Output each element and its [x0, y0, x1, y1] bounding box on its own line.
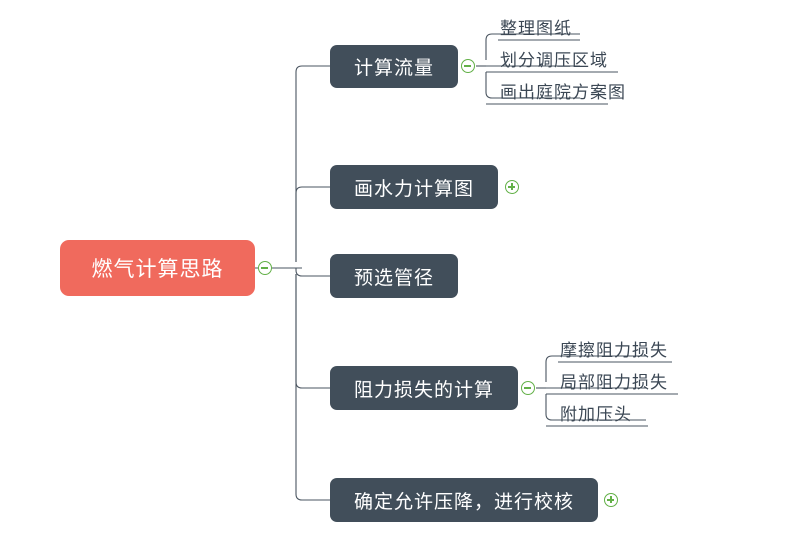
branch-1-collapse-icon[interactable]: [461, 59, 475, 73]
mindmap-root-node[interactable]: 燃气计算思路: [60, 240, 255, 296]
branch-2-expand-icon[interactable]: [505, 180, 519, 194]
branch-node-4[interactable]: 阻力损失的计算: [330, 366, 518, 410]
leaf-node-4-3[interactable]: 附加压头: [560, 407, 632, 424]
leaf-node-1-2[interactable]: 划分调压区域: [500, 53, 608, 70]
leaf-label: 划分调压区域: [500, 51, 608, 71]
leaf-node-4-1[interactable]: 摩擦阻力损失: [560, 343, 668, 360]
leaf-node-1-1[interactable]: 整理图纸: [500, 21, 572, 38]
leaf-label: 整理图纸: [500, 19, 572, 39]
root-label: 燃气计算思路: [91, 257, 224, 281]
branch-4-collapse-icon[interactable]: [521, 381, 535, 395]
branch-node-2[interactable]: 画水力计算图: [330, 165, 498, 209]
leaf-label: 画出庭院方案图: [500, 83, 626, 103]
branch-label-3: 预选管径: [353, 266, 434, 289]
leaf-label: 摩擦阻力损失: [560, 341, 668, 361]
root-collapse-icon[interactable]: [258, 261, 272, 275]
leaf-label: 局部阻力损失: [560, 373, 668, 393]
branch-label-4: 阻力损失的计算: [353, 378, 494, 401]
branch-node-3[interactable]: 预选管径: [330, 254, 458, 298]
leaf-node-4-2[interactable]: 局部阻力损失: [560, 375, 668, 392]
branch-5-expand-icon[interactable]: [604, 493, 618, 507]
branch-node-5[interactable]: 确定允许压降，进行校核: [330, 478, 598, 522]
branch-node-1[interactable]: 计算流量: [330, 45, 458, 88]
branch-label-1: 计算流量: [353, 57, 434, 79]
branch-label-2: 画水力计算图: [353, 177, 474, 200]
leaf-label: 附加压头: [560, 405, 632, 425]
branch-label-5: 确定允许压降，进行校核: [353, 490, 574, 513]
leaf-node-1-3[interactable]: 画出庭院方案图: [500, 85, 626, 102]
